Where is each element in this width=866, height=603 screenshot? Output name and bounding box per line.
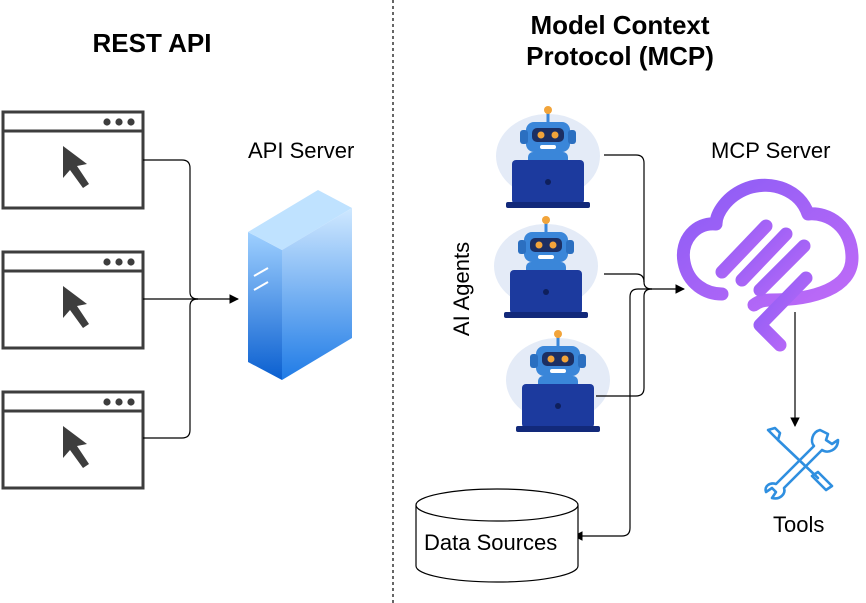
data-sources-label: Data Sources — [424, 530, 558, 555]
mcp-title: Model Context Protocol (MCP) — [510, 10, 730, 72]
client-window-2 — [1, 250, 145, 350]
ai-agent-robot-icon-3 — [504, 328, 612, 434]
api-server-label: API Server — [248, 138, 355, 163]
rest-api-title: REST API — [92, 28, 212, 58]
tools-icon — [764, 426, 840, 500]
mcp-title-line-2: Protocol (MCP) — [526, 41, 714, 71]
mcp-server-label: MCP Server — [711, 138, 831, 163]
ai-agents-label: AI Agents — [449, 241, 474, 337]
client-window-1 — [1, 110, 145, 210]
client-window-3 — [1, 390, 145, 490]
data-sources-cylinder — [415, 488, 579, 583]
ai-agent-robot-icon-1 — [494, 104, 602, 210]
mcp-connectors — [573, 154, 800, 541]
ai-agent-robot-icon-2 — [492, 214, 600, 320]
rest-connectors — [143, 159, 239, 439]
mcp-title-line-1: Model Context — [530, 10, 710, 40]
tools-label: Tools — [773, 512, 825, 537]
api-server-icon — [248, 190, 352, 380]
mcp-server-cloud-icon — [676, 178, 859, 352]
